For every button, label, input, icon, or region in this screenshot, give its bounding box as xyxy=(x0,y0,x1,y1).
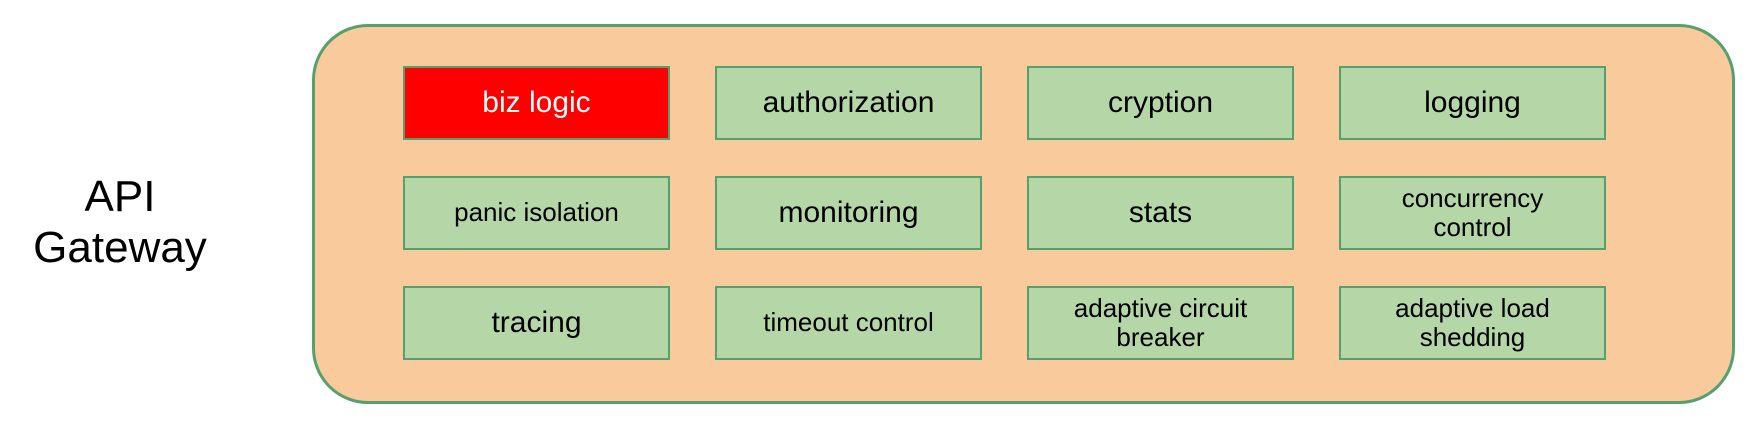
component-box-biz-logic: biz logic xyxy=(403,66,670,140)
component-box-concurrency-control: concurrency control xyxy=(1339,176,1606,250)
component-box-logging: logging xyxy=(1339,66,1606,140)
component-grid: biz logic authorization cryption logging… xyxy=(403,66,1732,360)
component-box-adaptive-load-shedding: adaptive load shedding xyxy=(1339,286,1606,360)
component-box-tracing: tracing xyxy=(403,286,670,360)
component-box-panic-isolation: panic isolation xyxy=(403,176,670,250)
component-box-stats: stats xyxy=(1027,176,1294,250)
api-gateway-container: biz logic authorization cryption logging… xyxy=(312,24,1735,404)
component-box-cryption: cryption xyxy=(1027,66,1294,140)
component-box-adaptive-circuit-breaker: adaptive circuit breaker xyxy=(1027,286,1294,360)
component-box-timeout-control: timeout control xyxy=(715,286,982,360)
component-box-authorization: authorization xyxy=(715,66,982,140)
component-box-monitoring: monitoring xyxy=(715,176,982,250)
api-gateway-title: API Gateway xyxy=(33,172,207,272)
